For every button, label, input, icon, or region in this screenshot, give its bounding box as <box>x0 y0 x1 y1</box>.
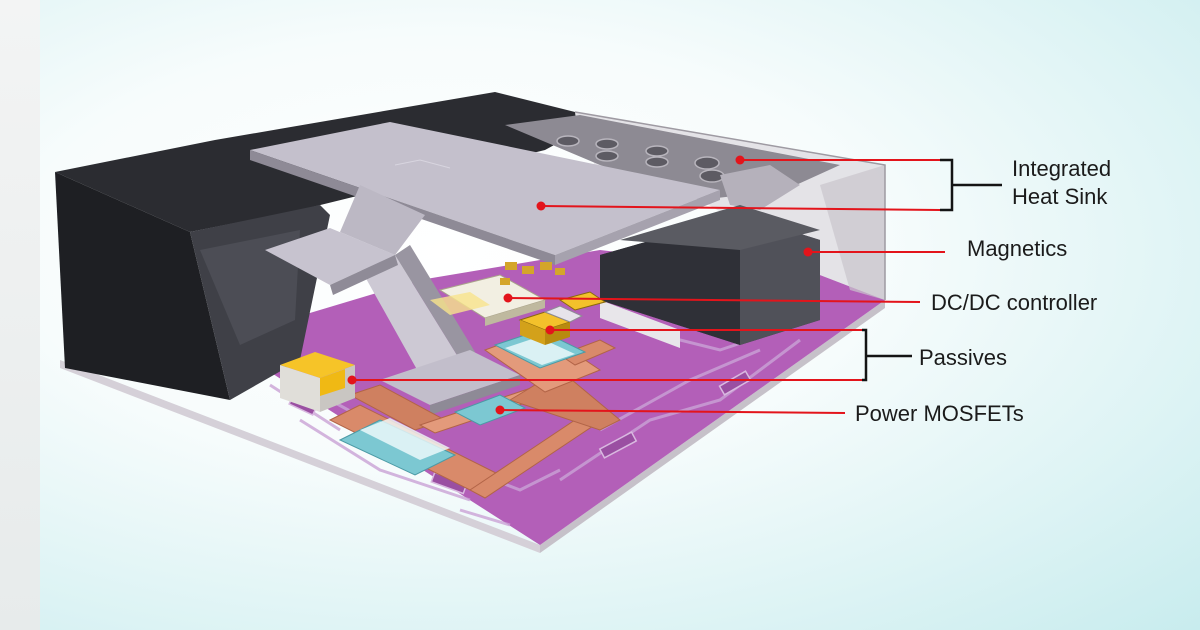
power-mosfet-assembly <box>328 329 621 499</box>
callout-dcdc <box>507 297 921 303</box>
label-heat-sink-line2: Heat Sink <box>1012 184 1108 209</box>
bracket-passives <box>862 328 868 382</box>
callout-dots <box>347 155 813 415</box>
housing-left-face <box>55 172 230 400</box>
label-passives: Passives <box>919 345 1008 370</box>
pcb-edge <box>60 360 540 553</box>
dot-heat-sink-main <box>536 201 546 211</box>
callout-mosfets <box>499 409 846 414</box>
dot-passives-lower <box>347 375 357 385</box>
pcb-edge-right <box>540 300 885 553</box>
label-heat-sink-line1: Integrated <box>1012 156 1112 181</box>
dcdc-controller-chip <box>430 262 565 326</box>
callout-brackets <box>862 158 1002 382</box>
dot-heat-sink-rear <box>735 155 745 165</box>
magnetics-block <box>600 205 820 345</box>
label-magnetics: Magnetics <box>967 236 1068 261</box>
callout-heat-sink-main <box>540 205 941 211</box>
magnetics-spacer <box>600 300 680 348</box>
passive-large-cap <box>280 352 355 412</box>
dot-magnetics <box>803 247 813 257</box>
bracket-heat-sink <box>940 158 954 212</box>
callout-lines <box>352 159 945 414</box>
dot-mosfets <box>495 405 505 415</box>
heat-sink-holes <box>556 135 725 183</box>
label-power-mosfets: Power MOSFETs <box>855 401 1024 426</box>
housing-inner-shadow <box>200 230 300 345</box>
passives-components <box>280 291 607 412</box>
heat-sink-tab <box>720 165 800 210</box>
dot-passives-upper <box>545 325 555 335</box>
left-margin-strip <box>0 0 40 630</box>
label-dcdc-controller: DC/DC controller <box>931 290 1098 315</box>
dot-dcdc <box>503 293 513 303</box>
label-integrated-heat-sink: Integrated Heat Sink <box>1012 155 1111 211</box>
